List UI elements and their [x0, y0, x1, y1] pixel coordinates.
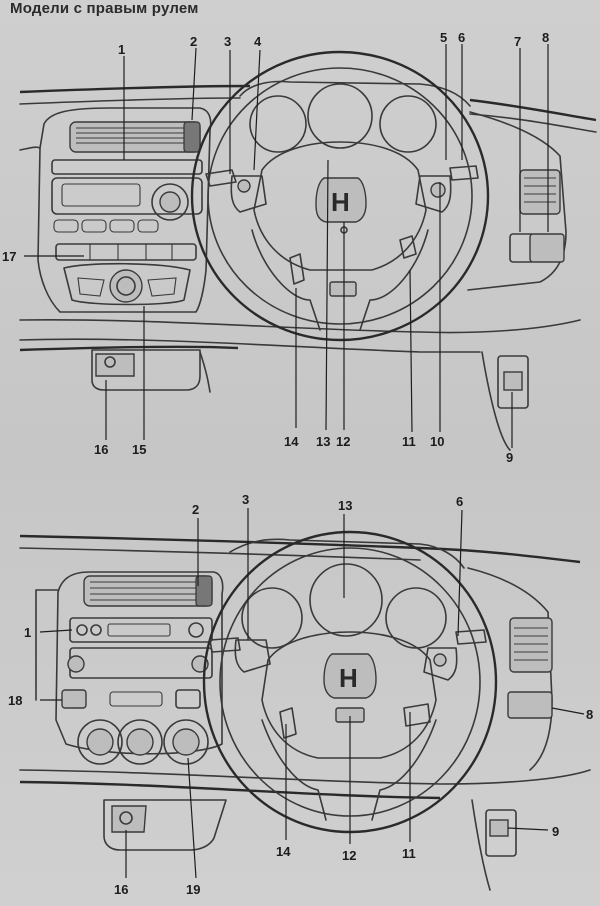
- callout-top-6: 6: [458, 30, 465, 45]
- callout-top-5: 5: [440, 30, 447, 45]
- page-title: Модели с правым рулем: [10, 0, 199, 17]
- callout-top-3: 3: [224, 34, 231, 49]
- callout-top-16: 16: [94, 442, 108, 457]
- callout-bottom-13: 13: [338, 498, 352, 513]
- callout-bottom-16: 16: [114, 882, 128, 897]
- callout-top-4: 4: [254, 34, 262, 49]
- bottom-callouts: 1 2 3 13 6 8 9 11 12 14 16 18 19: [8, 492, 593, 897]
- top-dashboard-drawing: H: [19, 50, 597, 451]
- callout-bottom-19: 19: [186, 882, 200, 897]
- callout-top-11: 11: [402, 434, 416, 449]
- callout-top-1: 1: [118, 42, 125, 57]
- callout-top-17: 17: [2, 249, 16, 264]
- callout-top-10: 10: [430, 434, 444, 449]
- callout-bottom-12: 12: [342, 848, 356, 863]
- top-callouts: 1 2 3 4 5 6 7 8 9 10 11 12 13 14 15 16 1…: [2, 30, 549, 465]
- top-center-vent: [69, 121, 201, 153]
- top-leader-lines: [24, 44, 549, 448]
- svg-text:H: H: [339, 663, 358, 693]
- callout-top-7: 7: [514, 34, 521, 49]
- callout-bottom-11: 11: [402, 846, 416, 861]
- callout-top-9: 9: [506, 450, 513, 465]
- callout-bottom-6: 6: [456, 494, 463, 509]
- callout-bottom-18: 18: [8, 693, 22, 708]
- callout-bottom-2: 2: [192, 502, 199, 517]
- callout-bottom-14: 14: [276, 844, 291, 859]
- bottom-leader-lines: [39, 508, 585, 879]
- callout-top-8: 8: [542, 30, 549, 45]
- callout-bottom-1: 1: [24, 625, 31, 640]
- callout-top-14: 14: [284, 434, 299, 449]
- callout-bottom-3: 3: [242, 492, 249, 507]
- svg-text:H: H: [331, 187, 350, 217]
- callout-bottom-8: 8: [586, 707, 593, 722]
- callout-top-12: 12: [336, 434, 350, 449]
- bottom-dashboard-drawing: H: [19, 530, 591, 891]
- bottom-center-vent: [83, 575, 213, 607]
- callout-bottom-9: 9: [552, 824, 559, 839]
- callout-top-13: 13: [316, 434, 330, 449]
- callout-top-2: 2: [190, 34, 197, 49]
- callout-top-15: 15: [132, 442, 146, 457]
